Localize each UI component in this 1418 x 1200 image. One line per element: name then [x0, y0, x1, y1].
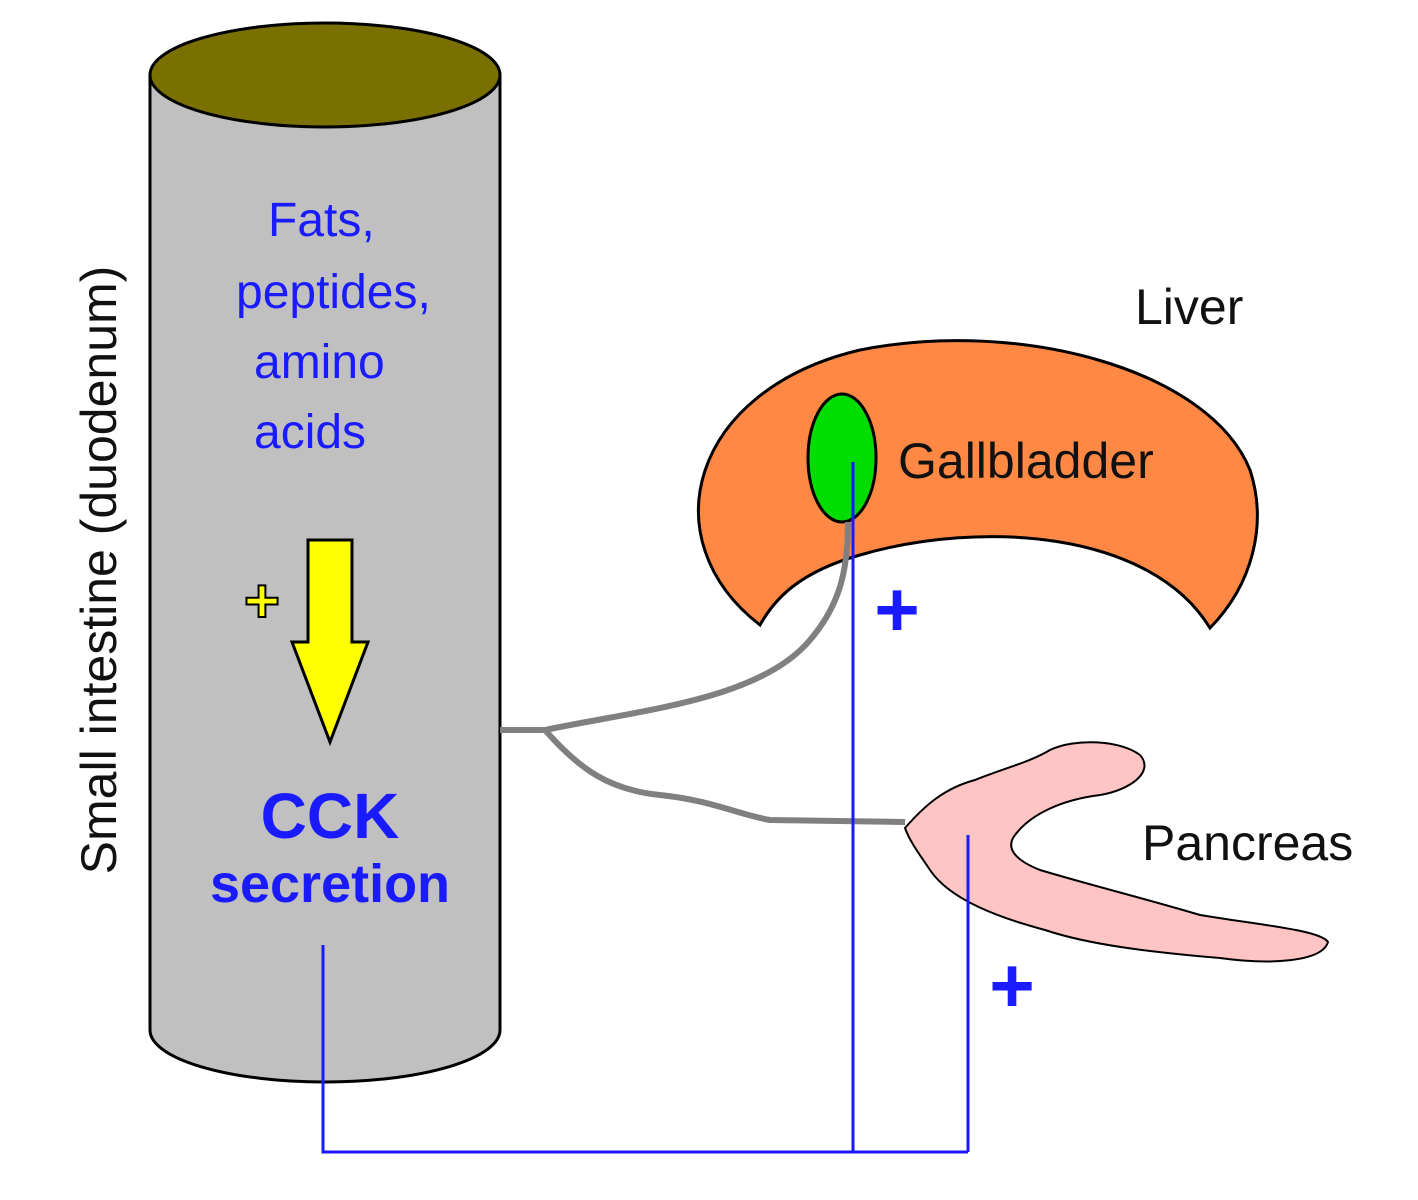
nerve-connections: [500, 521, 906, 825]
pancreas-label: Pancreas: [1142, 815, 1353, 871]
pancreatic-duct: [542, 728, 906, 825]
stimulus-arrow: [289, 538, 371, 747]
gallbladder-shape: [806, 392, 878, 524]
secretion-label: secretion: [210, 854, 450, 914]
nutrient-line: Fats,: [268, 194, 375, 247]
pancreas-shape: [903, 741, 1330, 963]
intestine-label: Small intestine (duodenum): [71, 266, 127, 875]
nutrient-line: amino: [254, 336, 385, 389]
gallbladder-plus-sign: +: [874, 565, 920, 653]
nutrient-line: acids: [254, 406, 366, 459]
cck-signal-lines: [321, 462, 970, 1154]
liver-label: Liver: [1135, 279, 1243, 335]
stimulus-plus-sign: +: [244, 567, 280, 636]
nutrient-line: peptides,: [236, 266, 431, 319]
cck-label: CCK: [261, 780, 400, 852]
pancreas-plus-sign: +: [989, 941, 1035, 1029]
intestine-opening: [148, 21, 502, 129]
gallbladder-duct: [544, 521, 851, 733]
nutrient-list: Fats, peptides, amino acids: [236, 194, 431, 459]
signal-from-intestine: [321, 945, 968, 1154]
gallbladder-label: Gallbladder: [898, 433, 1154, 489]
